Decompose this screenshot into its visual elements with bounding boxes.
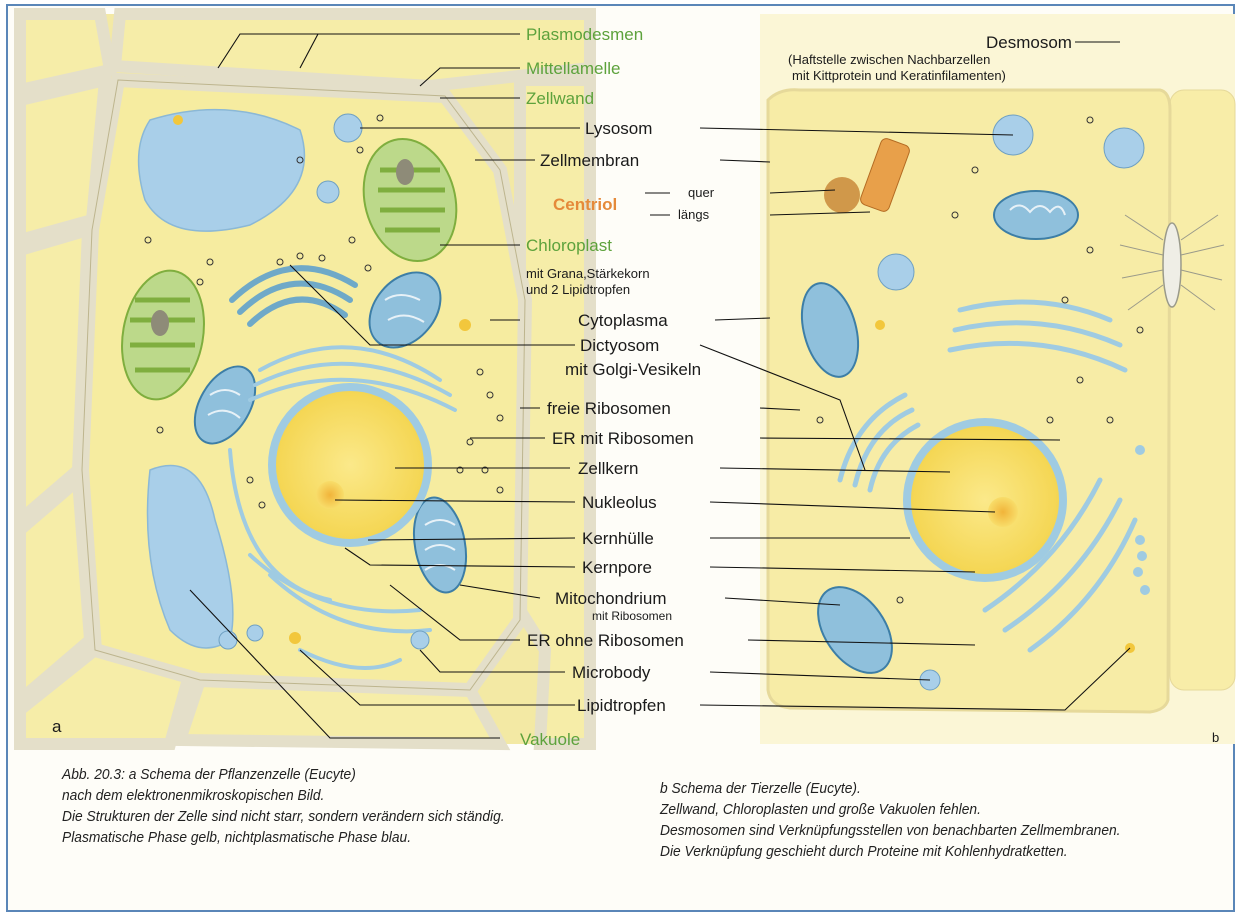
lysosome	[334, 114, 362, 142]
animal-nucleus	[907, 422, 1063, 578]
label-chloroplast-note-1: mit Grana,Stärkekorn	[526, 266, 650, 281]
caption-left-line: nach dem elektronenmikroskopischen Bild.	[62, 785, 505, 806]
label-microbody: Microbody	[572, 663, 651, 682]
caption-right: b Schema der Tierzelle (Eucyte). Zellwan…	[660, 778, 1121, 862]
caption-right-line: Die Verknüpfung geschieht durch Proteine…	[660, 841, 1121, 862]
microbody	[411, 631, 429, 649]
label-plasmodesmen: Plasmodesmen	[526, 25, 643, 44]
caption-right-line: Zellwand, Chloroplasten und große Vakuol…	[660, 799, 1121, 820]
plant-cell-panel: a	[20, 14, 592, 744]
label-zellmembran: Zellmembran	[540, 151, 639, 170]
plant-nucleolus	[316, 481, 344, 509]
label-desmosom: Desmosom	[986, 33, 1072, 52]
caption-right-line: Desmosomen sind Verknüpfungsstellen von …	[660, 820, 1121, 841]
label-dictyosom-2: mit Golgi-Vesikeln	[565, 360, 701, 379]
label-cytoplasma: Cytoplasma	[578, 311, 668, 330]
label-mittellamelle: Mittellamelle	[526, 59, 620, 78]
label-zellkern: Zellkern	[578, 459, 638, 478]
animal-cell-panel: b	[760, 14, 1235, 745]
label-desmosom-note-1: (Haftstelle zwischen Nachbarzellen	[788, 52, 990, 67]
label-mitochondrium: Mitochondrium	[555, 589, 667, 608]
panel-letter-b: b	[1212, 730, 1219, 745]
caption-left: Abb. 20.3: a Schema der Pflanzenzelle (E…	[62, 764, 505, 848]
label-desmosom-note-2: mit Kittprotein und Keratinfilamenten)	[792, 68, 1006, 83]
label-lipidtropfen: Lipidtropfen	[577, 696, 666, 715]
label-vakuole: Vakuole	[520, 730, 580, 749]
label-zellwand: Zellwand	[526, 89, 594, 108]
caption-left-line: Abb. 20.3: a Schema der Pflanzenzelle (E…	[62, 764, 505, 785]
label-laengs: längs	[678, 207, 710, 222]
caption-right-line: b Schema der Tierzelle (Eucyte).	[660, 778, 1121, 799]
label-kernhuelle: Kernhülle	[582, 529, 654, 548]
label-kernpore: Kernpore	[582, 558, 652, 577]
label-chloroplast: Chloroplast	[526, 236, 612, 255]
label-lysosom: Lysosom	[585, 119, 652, 138]
label-chloroplast-note-2: und 2 Lipidtropfen	[526, 282, 630, 297]
panel-letter-a: a	[52, 717, 62, 736]
label-freie-ribosomen: freie Ribosomen	[547, 399, 671, 418]
label-nukleolus: Nukleolus	[582, 493, 657, 512]
plant-nucleus	[272, 387, 428, 543]
lipid-droplet	[289, 632, 301, 644]
label-centriol: Centriol	[553, 195, 617, 214]
caption-left-line: Plasmatische Phase gelb, nichtplasmatisc…	[62, 827, 505, 848]
caption-left-line: Die Strukturen der Zelle sind nicht star…	[62, 806, 505, 827]
label-quer: quer	[688, 185, 715, 200]
label-er-mit-ribosomen: ER mit Ribosomen	[552, 429, 694, 448]
label-dictyosom-1: Dictyosom	[580, 336, 659, 355]
label-er-ohne-ribosomen: ER ohne Ribosomen	[527, 631, 684, 650]
label-mitochondrium-note: mit Ribosomen	[592, 609, 672, 623]
